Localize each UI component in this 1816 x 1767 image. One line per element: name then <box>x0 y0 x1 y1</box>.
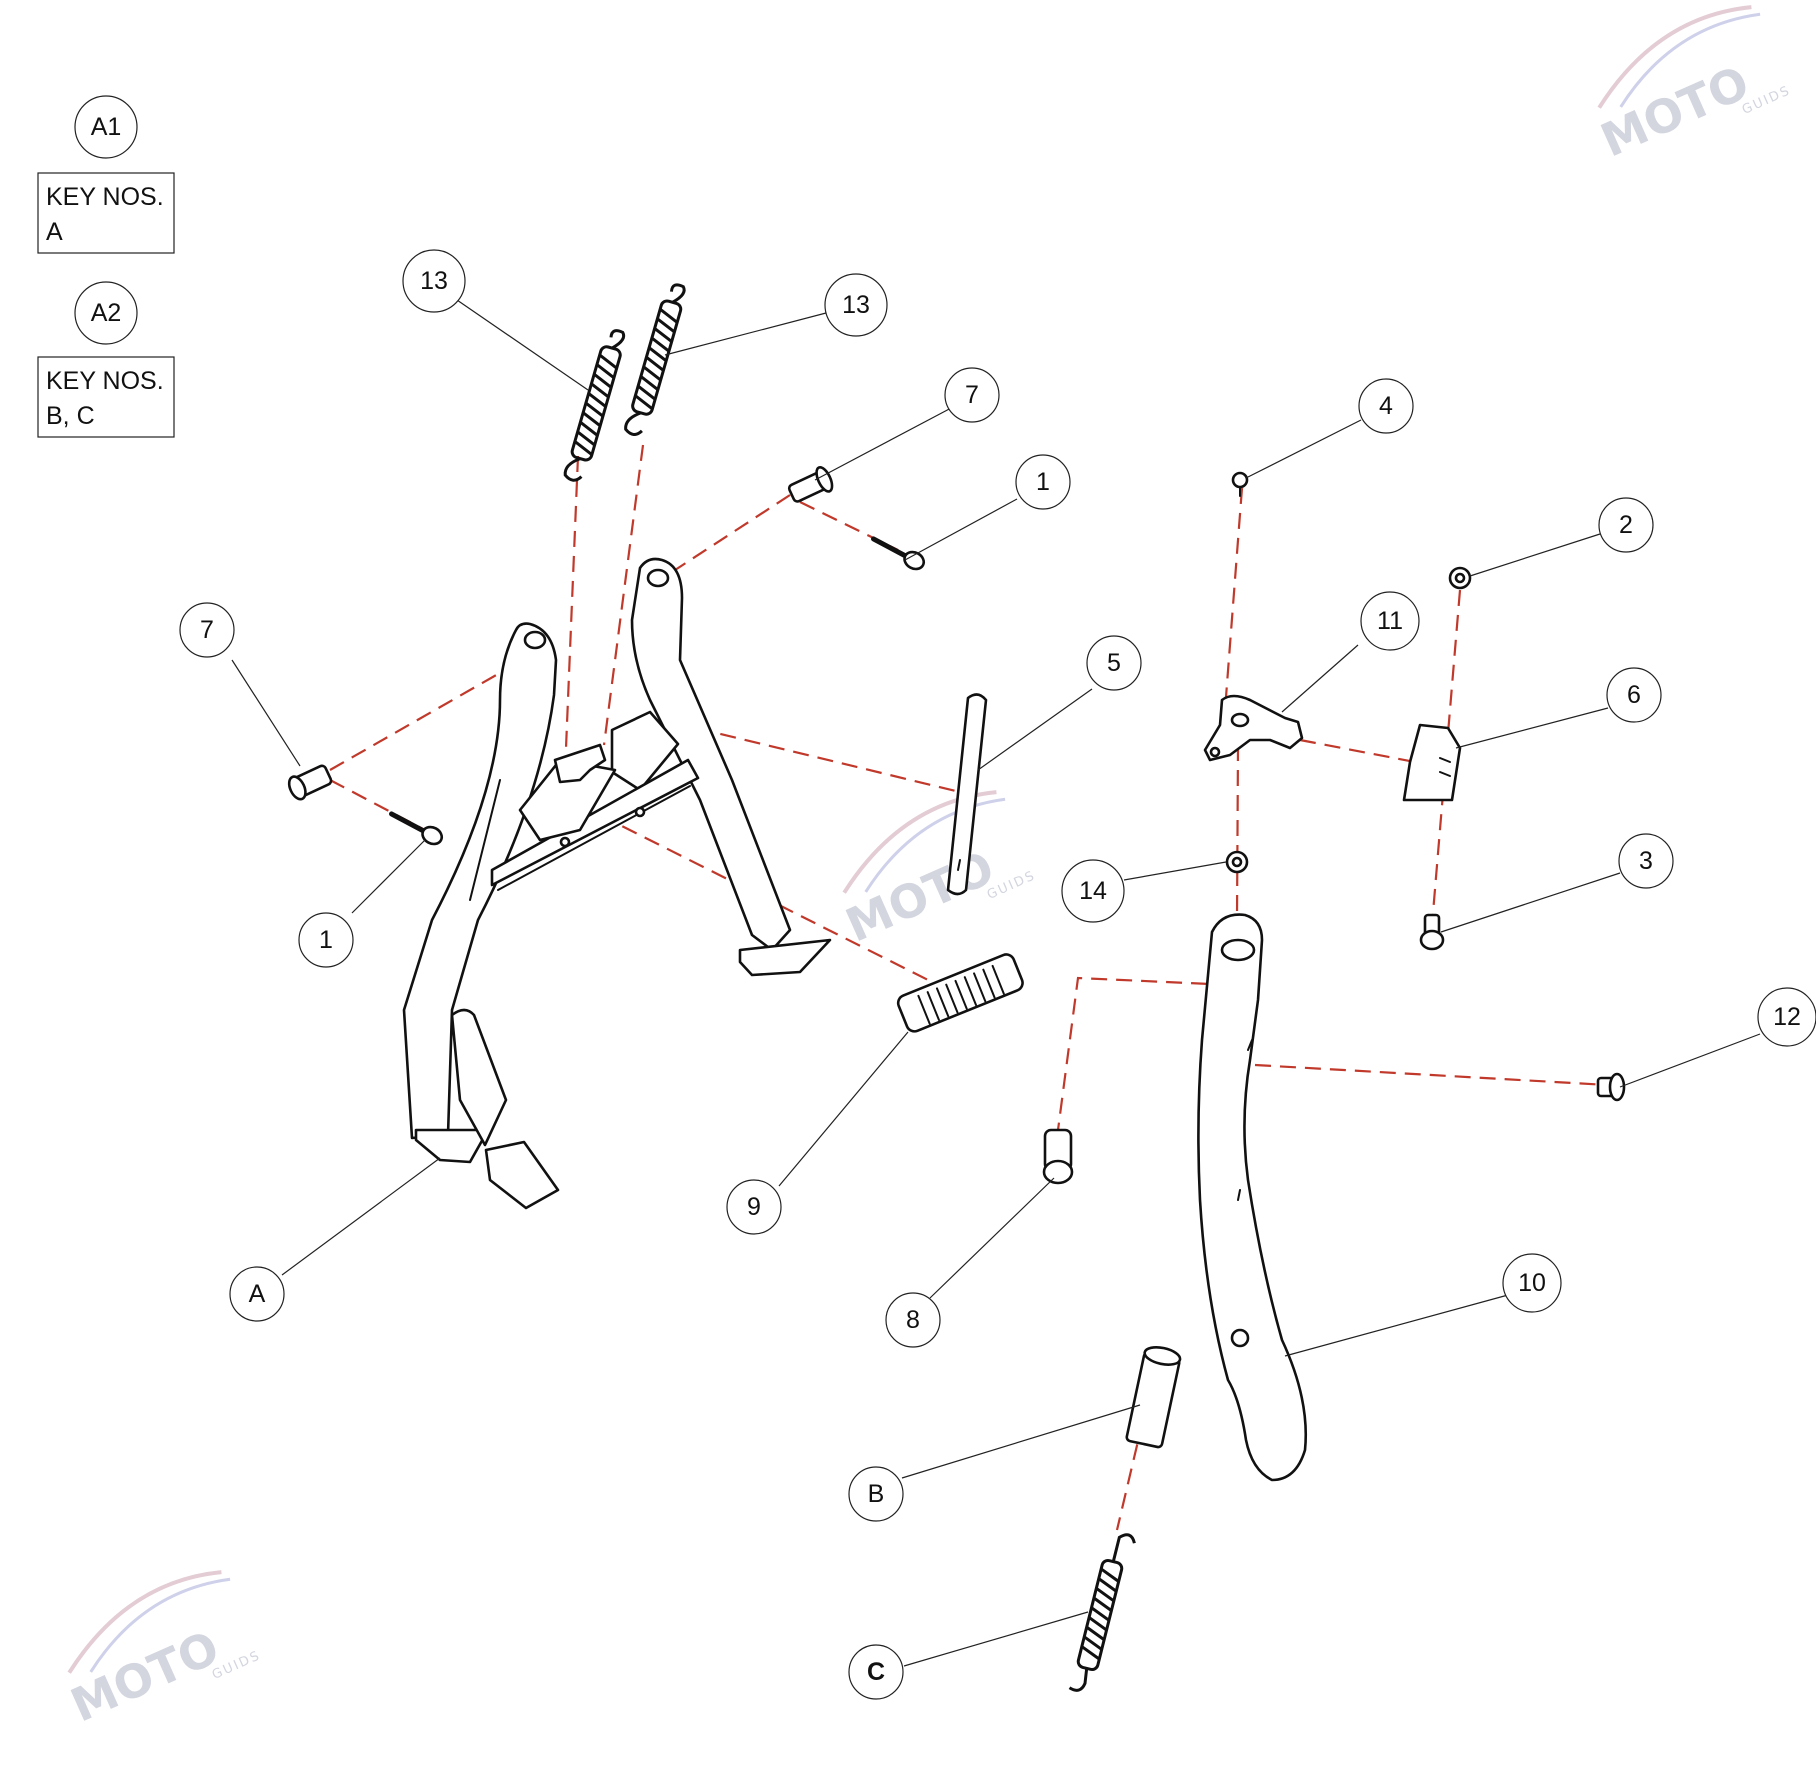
callout-number: 9 <box>747 1193 761 1221</box>
part-spring-right <box>624 283 686 436</box>
callout-letter: C <box>867 1658 885 1686</box>
callout-b: B <box>848 1466 904 1522</box>
callout-number: 14 <box>1079 877 1107 905</box>
callout-number: 5 <box>1107 649 1121 677</box>
callout-12: 12 <box>1757 987 1816 1047</box>
part-main-stand <box>402 557 832 1210</box>
callout-c: C <box>848 1644 904 1700</box>
callout-1-top: 1 <box>1015 454 1071 510</box>
callout-2: 2 <box>1598 497 1654 553</box>
part-bracket <box>1203 694 1304 762</box>
part-split-pin-top <box>871 536 926 571</box>
callout-13-right: 13 <box>824 273 888 337</box>
part-sleeve <box>1125 1346 1182 1449</box>
part-pivot-pin-top <box>787 466 834 503</box>
callout-number: 4 <box>1379 392 1393 420</box>
part-clip <box>1402 723 1462 802</box>
part-split-pin-left <box>389 811 444 846</box>
part-spring-side <box>1068 1533 1136 1692</box>
part-rubber-pad <box>896 953 1024 1033</box>
callout-a: A <box>229 1266 285 1322</box>
callout-14: 14 <box>1061 859 1125 923</box>
callout-number: 13 <box>842 291 870 319</box>
key-legend-a2: A2 KEY NOS. B, C <box>37 281 175 438</box>
callout-number: 12 <box>1773 1003 1801 1031</box>
callout-7-left: 7 <box>179 602 235 658</box>
part-spring-left <box>563 329 626 482</box>
part-washer <box>1225 850 1249 874</box>
callout-number: 3 <box>1639 847 1653 875</box>
callout-letter: A <box>249 1280 266 1308</box>
part-bolt <box>1419 913 1445 951</box>
callout-8: 8 <box>885 1292 941 1348</box>
callout-9: 9 <box>726 1179 782 1235</box>
watermark-center: MOTO GUIDS <box>838 790 1038 953</box>
assembly-lines <box>329 444 1609 1531</box>
callout-number: 10 <box>1518 1269 1546 1297</box>
key-text-line2: A <box>46 218 63 246</box>
callout-letter: B <box>868 1480 885 1508</box>
callout-number: 1 <box>1036 468 1050 496</box>
callout-number: 13 <box>420 267 448 295</box>
watermark-top-right: MOTO GUIDS <box>1593 5 1793 168</box>
part-nut <box>1448 566 1472 590</box>
watermark-brand: MOTO <box>63 1620 227 1733</box>
part-side-stand <box>1197 913 1308 1482</box>
watermark-brand: MOTO <box>838 840 1002 953</box>
key-text-line1: KEY NOS. <box>46 183 164 211</box>
watermark-bottom-left: MOTO GUIDS <box>63 1570 263 1733</box>
callout-number: 7 <box>965 381 979 409</box>
callout-7-top: 7 <box>944 367 1000 423</box>
callout-1-left: 1 <box>298 912 354 968</box>
key-text-line2: B, C <box>46 402 95 430</box>
part-pivot-bolt <box>1042 1128 1074 1185</box>
callout-11: 11 <box>1360 591 1420 651</box>
callout-number: 6 <box>1627 681 1641 709</box>
callout-3: 3 <box>1618 833 1674 889</box>
key-label: A1 <box>91 113 122 141</box>
part-pivot-pin-left <box>287 764 333 801</box>
callout-5: 5 <box>1086 635 1142 691</box>
key-text-line1: KEY NOS. <box>46 367 164 395</box>
part-rivet <box>1596 1072 1626 1102</box>
callout-number: 2 <box>1619 511 1633 539</box>
callout-6: 6 <box>1606 667 1662 723</box>
key-legend-a1: A1 KEY NOS. A <box>37 95 175 254</box>
callout-10: 10 <box>1502 1253 1562 1313</box>
callout-number: 1 <box>319 926 333 954</box>
key-label: A2 <box>91 299 122 327</box>
part-small-bolt <box>1231 471 1249 497</box>
watermark-brand: MOTO <box>1593 55 1757 168</box>
callout-13-left: 13 <box>402 249 466 313</box>
callout-number: 7 <box>200 616 214 644</box>
callout-number: 11 <box>1377 607 1403 635</box>
leader-lines <box>231 299 1761 1667</box>
callout-4: 4 <box>1358 378 1414 434</box>
callout-number: 8 <box>906 1306 920 1334</box>
part-rod <box>946 693 988 896</box>
